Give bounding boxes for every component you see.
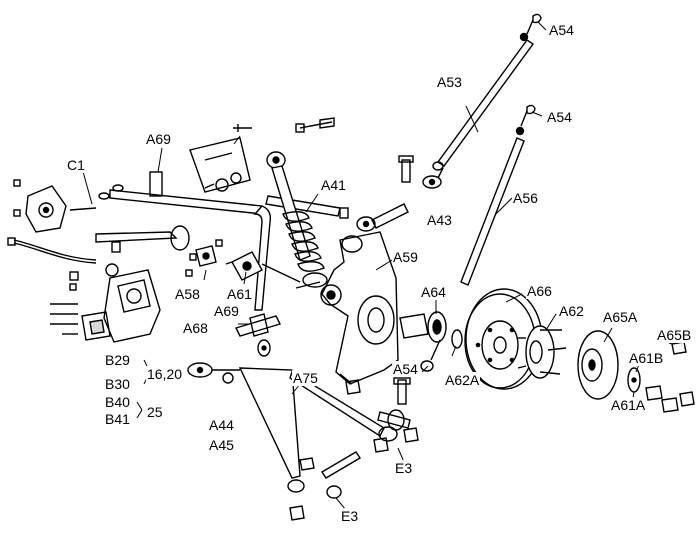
label-ref-25: 25 xyxy=(146,404,164,420)
brake-hose xyxy=(7,237,97,264)
label-a54-mid: A54 xyxy=(546,109,573,125)
bolt-top xyxy=(295,117,335,133)
label-a68: A68 xyxy=(182,320,209,336)
link-a61 xyxy=(225,251,301,283)
bearing-a64 xyxy=(399,311,463,349)
clamp-a68 xyxy=(235,313,281,357)
label-a43: A43 xyxy=(426,212,453,228)
label-a75: A75 xyxy=(292,370,319,386)
label-b41: B41 xyxy=(104,411,131,427)
label-a41: A41 xyxy=(320,177,347,193)
label-a53: A53 xyxy=(436,74,463,90)
label-a45: A45 xyxy=(208,437,235,453)
label-a56: A56 xyxy=(512,190,539,206)
brake-calliper-b29 xyxy=(81,263,161,343)
rod-end-a43 xyxy=(356,155,414,232)
calliper-bolts xyxy=(50,271,79,335)
pushrod-a53 xyxy=(437,13,542,167)
pushrod-a56 xyxy=(460,104,536,286)
wheel-hub-a65a xyxy=(577,330,641,400)
label-a66: A66 xyxy=(526,283,553,299)
label-a54-top: A54 xyxy=(548,22,575,38)
driveshaft-coupling-c1 xyxy=(13,179,97,233)
rod-end-a54 xyxy=(420,161,444,372)
hub-a62 xyxy=(517,325,567,379)
label-e3-low: E3 xyxy=(340,508,360,524)
hub-carrier-a59 xyxy=(320,231,399,385)
drive-flange-arm xyxy=(95,225,190,253)
label-a61a: A61A xyxy=(610,397,647,413)
label-a59: A59 xyxy=(392,249,419,265)
lower-bolts xyxy=(289,377,419,521)
label-a69-mid: A69 xyxy=(213,303,240,319)
label-a62a: A62A xyxy=(444,372,481,388)
label-a44: A44 xyxy=(208,417,235,433)
coilover-shock xyxy=(266,151,328,289)
label-a61b: A61B xyxy=(628,350,665,366)
label-b29: B29 xyxy=(104,352,131,368)
wishbone-a75 xyxy=(187,362,398,493)
label-a65a: A65A xyxy=(602,309,639,325)
label-a69-top: A69 xyxy=(145,131,172,147)
label-ref-16-20: 16,20 xyxy=(146,366,184,382)
label-b30: B30 xyxy=(104,376,131,392)
label-a54-low: A54 xyxy=(392,361,419,377)
label-c1: C1 xyxy=(66,157,86,173)
label-a64: A64 xyxy=(420,284,447,300)
joint-a58 xyxy=(185,239,223,277)
shock-mount-bracket xyxy=(189,124,252,193)
label-b40: B40 xyxy=(104,394,131,410)
anti-roll-bar-a69 xyxy=(98,171,272,311)
label-a58: A58 xyxy=(174,286,201,302)
label-a62: A62 xyxy=(558,303,585,319)
label-a61: A61 xyxy=(226,286,253,302)
label-e3-mid: E3 xyxy=(394,460,414,476)
label-a65b: A65B xyxy=(656,327,693,343)
